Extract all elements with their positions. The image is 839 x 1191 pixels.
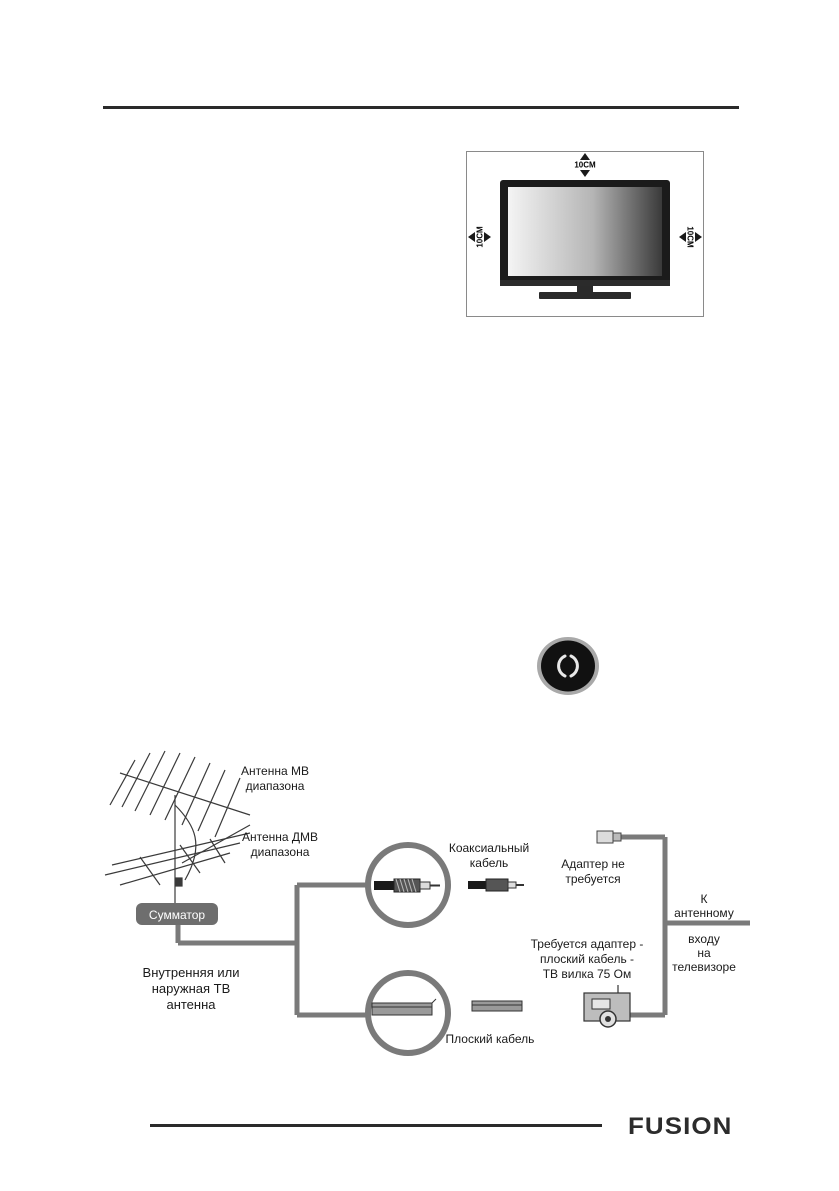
flat-cable-magnifier [365,970,451,1056]
header-rule [103,106,739,109]
tv-input-label-3: входу [688,932,720,946]
antenna-diagram-svg: Сумматор [104,750,750,1056]
top-clearance-arrow [580,153,590,177]
antenna-type-label-1: Внутренняя или [143,965,240,980]
tv-clearance-figure: 10CM 10CM 10CM [466,151,704,317]
tv-clearance-svg: 10CM 10CM 10CM [468,153,702,299]
vhf-antenna-label-2: диапазона [246,779,305,793]
tv-input-label-2: антенному [674,906,734,920]
flat-cable-small [471,1000,523,1012]
tv-input-label-5: телевизоре [672,960,736,974]
right-clearance-arrow [679,232,702,242]
coax-cable-label-1: Коаксиальный [449,841,529,855]
tv-illustration [500,180,670,299]
coax-cable-magnifier [365,842,451,928]
combiner-label: Сумматор [149,908,205,922]
antenna-type-label-2: наружная ТВ [152,981,231,996]
brand-logo: FUSION [628,1113,733,1140]
adapter-required-label-1: Требуется адаптер - [531,937,644,951]
adapter-required-label-3: ТВ вилка 75 Ом [543,967,632,981]
power-icon [537,637,599,695]
antenna-connection-diagram: Сумматор [100,745,750,1080]
coax-cable-label-2: кабель [470,856,508,870]
left-clearance-arrow [468,232,491,242]
antenna-illustration [104,750,251,905]
coax-cable-small [468,878,524,892]
combiner-box [136,903,218,925]
uhf-antenna-label-1: Антенна ДМВ [242,830,318,844]
uhf-antenna-label-2: диапазона [251,845,310,859]
adapter-required-label-2: плоский кабель - [540,952,634,966]
top-clearance-label: 10CM [574,161,596,170]
no-adapter-label-1: Адаптер не [561,857,625,871]
flat-to-coax-adapter-icon [583,985,631,1028]
cable-lines [175,834,750,1018]
coax-connector-icon [596,830,622,844]
right-clearance-label: 10CM [686,226,695,248]
tv-input-label-4: на [697,946,711,960]
footer-rule [150,1124,602,1127]
vhf-antenna-label-1: Антенна МВ [241,764,309,778]
tv-input-label-1: К [701,892,708,906]
left-clearance-label: 10CM [476,226,485,248]
no-adapter-label-2: требуется [565,872,620,886]
antenna-type-label-3: антенна [166,997,216,1012]
flat-cable-label: Плоский кабель [446,1032,535,1046]
power-button-figure [536,636,600,696]
